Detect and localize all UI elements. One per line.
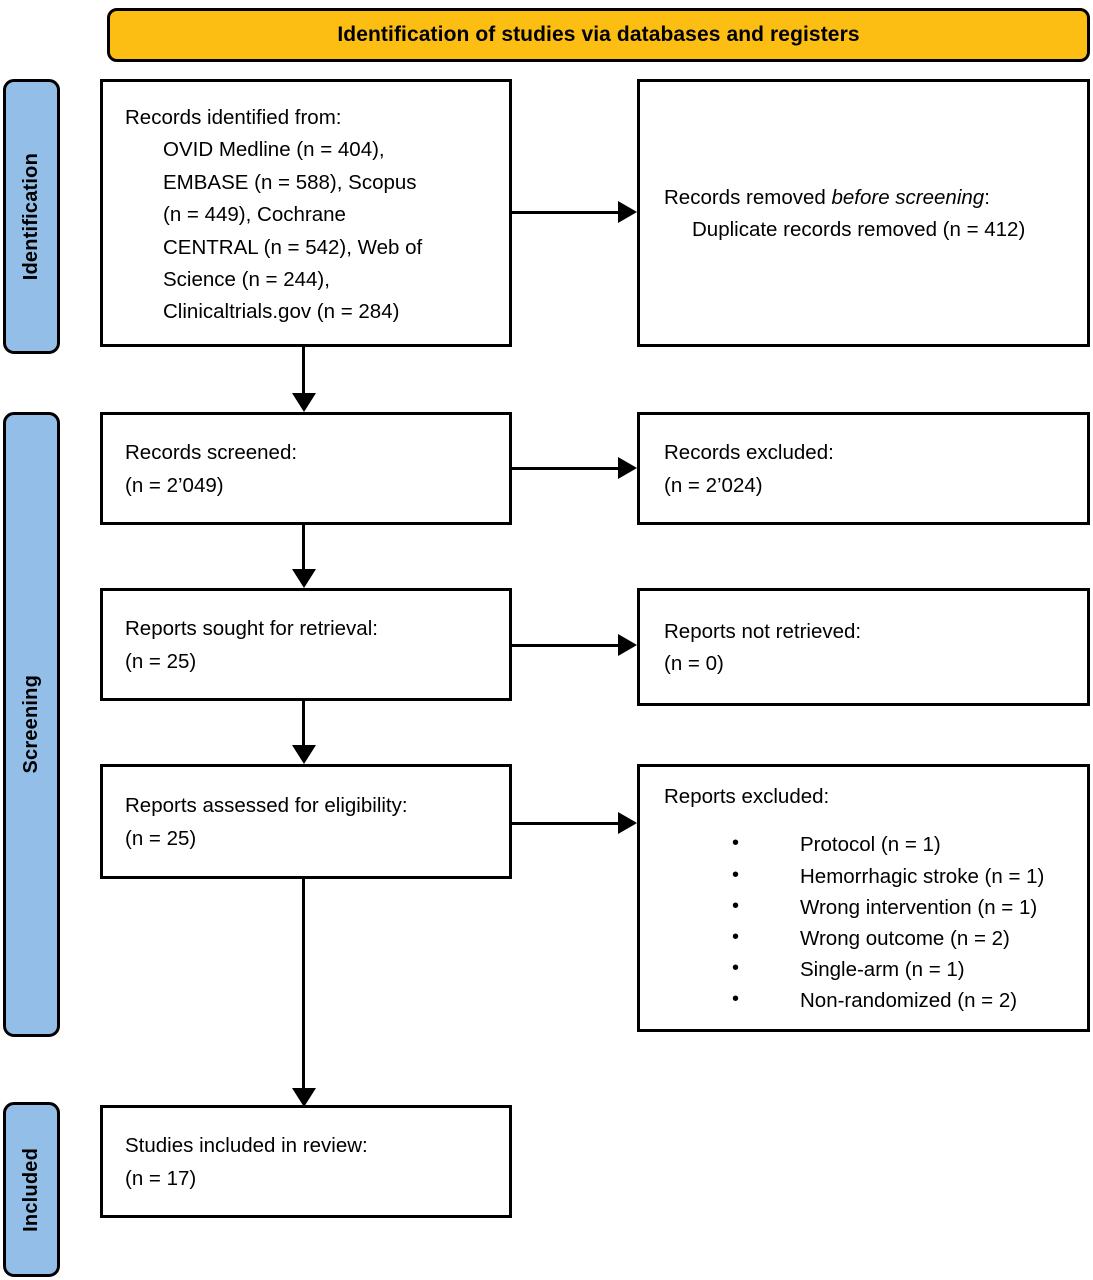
arrowhead-sought-to-assessed	[292, 745, 316, 764]
box-records-excluded: Records excluded: (n = 2’024)	[637, 412, 1090, 525]
connector-screened-to-excluded	[512, 467, 618, 470]
sidebar-phase-identification-label: Identification	[20, 152, 42, 281]
records-removed-heading-pre: Records removed	[664, 185, 832, 209]
reports-assessed-count: (n = 25)	[125, 826, 197, 850]
arrowhead-screened-to-excluded	[618, 457, 637, 479]
records-removed-heading-emphasis: before screening	[831, 185, 985, 209]
reports-sought-count: (n = 25)	[125, 649, 197, 673]
identification-banner-label: Identification of studies via databases …	[337, 23, 860, 46]
reports-excluded-reason: Wrong outcome (n = 2)	[732, 922, 1075, 954]
reports-excluded-reason: Single-arm (n = 1)	[732, 953, 1075, 985]
arrowhead-assessed-to-excluded	[618, 812, 637, 834]
connector-sought-to-not-retrieved	[512, 644, 618, 647]
records-identified-source-5: Science (n = 244),	[163, 267, 330, 291]
records-identified-source-1: OVID Medline (n = 404),	[163, 138, 385, 162]
records-removed-detail: Duplicate records removed (n = 412)	[692, 218, 1026, 241]
identification-banner: Identification of studies via databases …	[107, 8, 1090, 62]
arrowhead-identified-to-screened	[292, 393, 316, 412]
records-removed-heading: Records removed before screening:	[664, 182, 1075, 214]
studies-included-heading: Studies included in review:	[125, 1134, 368, 1158]
box-reports-assessed: Reports assessed for eligibility: (n = 2…	[100, 764, 512, 879]
records-screened-heading: Records screened:	[125, 441, 298, 465]
reports-excluded-heading: Reports excluded:	[664, 785, 830, 808]
records-removed-heading-post: :	[984, 185, 990, 209]
box-reports-sought: Reports sought for retrieval: (n = 25)	[100, 588, 512, 701]
reports-excluded-reason-list: Protocol (n = 1) Hemorrhagic stroke (n =…	[664, 828, 1075, 1016]
reports-not-retrieved-count: (n = 0)	[664, 652, 724, 675]
box-records-removed: Records removed before screening: Duplic…	[637, 79, 1090, 347]
records-identified-source-4: CENTRAL (n = 542), Web of	[163, 235, 423, 259]
reports-sought-heading: Reports sought for retrieval:	[125, 617, 378, 641]
records-identified-source-6: Clinicaltrials.gov (n = 284)	[163, 300, 400, 324]
connector-assessed-to-included	[302, 879, 305, 1091]
sidebar-phase-identification: Identification	[3, 79, 60, 354]
reports-assessed-heading: Reports assessed for eligibility:	[125, 794, 408, 818]
box-reports-not-retrieved: Reports not retrieved: (n = 0)	[637, 588, 1090, 706]
connector-identified-to-screened	[302, 347, 305, 395]
connector-screened-to-sought	[302, 525, 305, 571]
arrowhead-identified-to-removed	[618, 201, 637, 223]
records-excluded-count: (n = 2’024)	[664, 473, 763, 497]
reports-excluded-reason: Protocol (n = 1)	[732, 828, 1075, 860]
records-identified-source-2: EMBASE (n = 588), Scopus	[163, 170, 417, 194]
sidebar-phase-screening: Screening	[3, 412, 60, 1037]
arrowhead-assessed-to-included	[292, 1088, 316, 1107]
sidebar-phase-included-label: Included	[20, 1147, 42, 1232]
connector-sought-to-assessed	[302, 701, 305, 747]
reports-not-retrieved-heading: Reports not retrieved:	[664, 619, 862, 643]
box-records-identified: Records identified from: OVID Medline (n…	[100, 79, 512, 347]
records-identified-heading: Records identified from:	[125, 106, 342, 129]
box-studies-included: Studies included in review: (n = 17)	[100, 1105, 512, 1218]
connector-identified-to-removed	[512, 211, 618, 214]
reports-excluded-reason: Non-randomized (n = 2)	[732, 984, 1075, 1016]
connector-assessed-to-excluded	[512, 822, 618, 825]
reports-excluded-reason: Hemorrhagic stroke (n = 1)	[732, 860, 1075, 892]
reports-excluded-reason: Wrong intervention (n = 1)	[732, 891, 1075, 923]
studies-included-count: (n = 17)	[125, 1166, 197, 1190]
sidebar-phase-included: Included	[3, 1102, 60, 1277]
records-identified-source-3: (n = 449), Cochrane	[163, 203, 346, 227]
box-records-screened: Records screened: (n = 2’049)	[100, 412, 512, 525]
records-screened-count: (n = 2’049)	[125, 473, 224, 497]
sidebar-phase-screening-label: Screening	[20, 675, 42, 774]
arrowhead-screened-to-sought	[292, 569, 316, 588]
box-reports-excluded: Reports excluded: Protocol (n = 1) Hemor…	[637, 764, 1090, 1032]
arrowhead-sought-to-not-retrieved	[618, 634, 637, 656]
records-excluded-heading: Records excluded:	[664, 441, 834, 465]
